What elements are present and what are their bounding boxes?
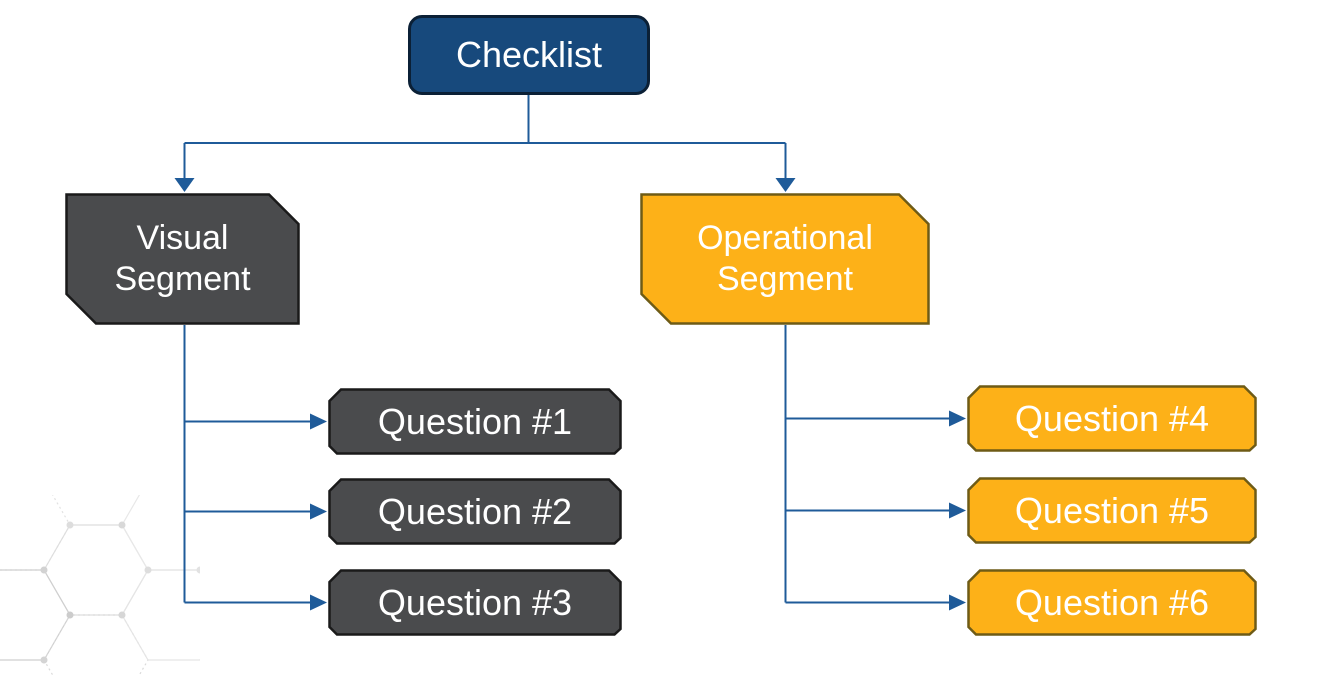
- question-6-shape: [967, 569, 1257, 636]
- question-2-node: Question #2: [328, 478, 622, 545]
- operational-segment-shape: [640, 193, 930, 325]
- question-1-shape: [328, 388, 622, 455]
- operational-segment-label: Operational Segment: [697, 219, 873, 298]
- question-4-shape: [967, 385, 1257, 452]
- question-6-label: Question #6: [1014, 581, 1210, 623]
- hexagon-pattern-decoration: [0, 495, 200, 675]
- question-5-label: Question #5: [1014, 489, 1210, 531]
- question-5-shape: [967, 477, 1257, 544]
- visual-segment-shape: [65, 193, 300, 325]
- question-2-shape: [328, 478, 622, 545]
- question-3-label: Question #3: [377, 581, 573, 623]
- question-1-label: Question #1: [377, 400, 573, 442]
- question-6-node: Question #6: [967, 569, 1257, 636]
- question-4-node: Question #4: [967, 385, 1257, 452]
- question-2-label: Question #2: [377, 490, 573, 532]
- checklist-root-label: Checklist: [455, 34, 603, 75]
- question-3-node: Question #3: [328, 569, 622, 636]
- question-5-node: Question #5: [967, 477, 1257, 544]
- question-4-label: Question #4: [1014, 397, 1210, 439]
- checklist-root-node: Checklist: [408, 15, 650, 95]
- visual-segment-label: Visual Segment: [114, 219, 251, 298]
- operational-segment-node: Operational Segment: [640, 193, 930, 325]
- visual-segment-node: Visual Segment: [65, 193, 300, 325]
- question-1-node: Question #1: [328, 388, 622, 455]
- question-3-shape: [328, 569, 622, 636]
